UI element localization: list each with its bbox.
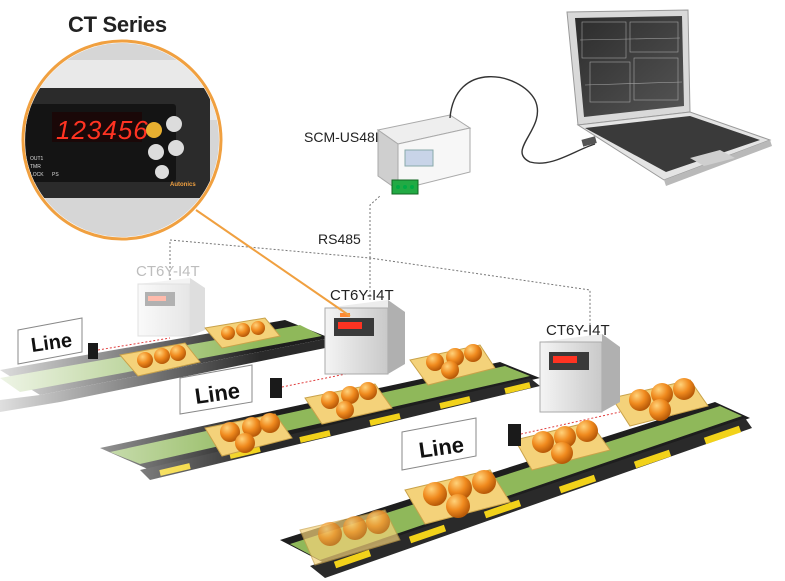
counter-label-1: CT6Y-I4T: [136, 263, 200, 280]
product-box: [304, 382, 393, 425]
ct-button-down: [168, 140, 184, 156]
product-box: [204, 413, 293, 457]
ct-series-title: CT Series: [68, 12, 167, 37]
conveyor-belt-3: [280, 402, 752, 578]
product-box: [611, 378, 709, 427]
photoelectric-sensor-1: [88, 337, 171, 359]
ct-button-left: [148, 144, 164, 160]
product-box: [119, 342, 201, 377]
rs485-network-lines: [169, 195, 591, 340]
ct-indicator: PS: [52, 172, 59, 178]
line-sign-1: Line: [17, 317, 83, 365]
line-sign-2: Line: [179, 364, 253, 415]
counter-cabinet-1: [137, 278, 205, 337]
product-box: [409, 344, 496, 386]
ct-indicator: OUT1: [30, 156, 44, 162]
callout-line: [195, 209, 351, 317]
product-box: [204, 317, 281, 349]
usb-cable: [449, 76, 596, 164]
counter-label-2: CT6Y-I4T: [330, 287, 394, 304]
product-box: [514, 420, 611, 471]
ct-indicator: LOCK: [30, 172, 44, 178]
ct-button-up: [166, 116, 182, 132]
ct-brand: Autonics: [170, 182, 196, 188]
product-boxes: [119, 317, 709, 566]
product-box: [404, 469, 511, 525]
counter-cabinet-2: [324, 300, 405, 375]
converter-label: SCM-US48I: [304, 129, 379, 145]
ct-button-mode: [155, 165, 169, 179]
line-sign-label: Line: [193, 378, 241, 409]
line-sign-3: Line: [401, 417, 477, 471]
counter-label-3: CT6Y-I4T: [546, 322, 610, 339]
photoelectric-sensor-3: [508, 411, 621, 446]
ct-display-value: 123456: [56, 115, 149, 145]
line-sign-label: Line: [417, 432, 465, 463]
scm-us48i-converter: [376, 114, 472, 195]
counter-cabinet-3: [539, 334, 620, 413]
laptop-computer: [566, 9, 772, 186]
product-box: [299, 509, 401, 566]
ct-indicator: TMR: [30, 164, 41, 170]
photoelectric-sensor-2: [270, 366, 381, 398]
ct-panel-zoom: 123456 OUT1 TMR LOCK PS Autonics: [21, 39, 223, 241]
ct-button-reset: [146, 122, 162, 138]
rs485-label: RS485: [318, 231, 361, 247]
